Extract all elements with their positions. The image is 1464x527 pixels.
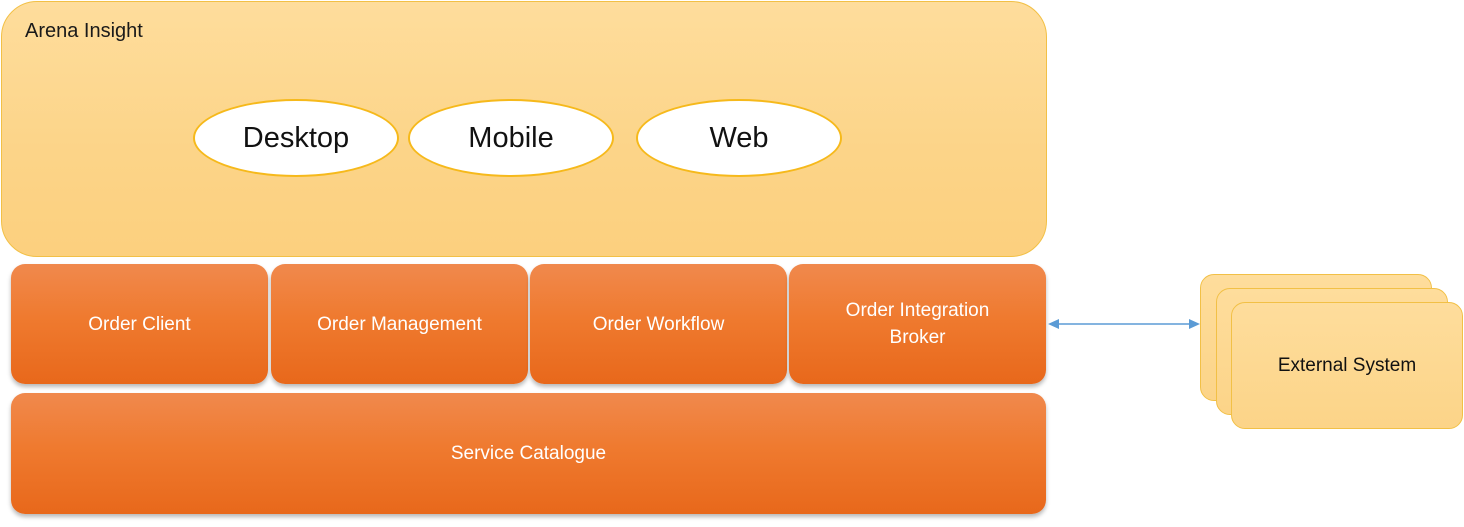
- channel-mobile[interactable]: Mobile: [408, 99, 614, 177]
- container-title: Arena Insight: [25, 20, 143, 42]
- module-label: Order Management: [317, 313, 482, 335]
- channel-web[interactable]: Web: [636, 99, 842, 177]
- channel-desktop[interactable]: Desktop: [193, 99, 399, 177]
- bidirectional-arrow: [1048, 319, 1200, 329]
- external-system-label: External System: [1277, 354, 1417, 376]
- module-label: Order Integration Broker: [845, 300, 990, 348]
- module-label: Order Workflow: [592, 313, 725, 335]
- module-order-management[interactable]: Order Management: [271, 264, 528, 384]
- module-order-client[interactable]: Order Client: [11, 264, 268, 384]
- arrow-head-right: [1189, 319, 1200, 329]
- module-order-workflow[interactable]: Order Workflow: [530, 264, 787, 384]
- module-order-integration-broker[interactable]: Order Integration Broker: [789, 264, 1046, 384]
- service-catalogue-label: Service Catalogue: [450, 443, 607, 464]
- service-catalogue[interactable]: Service Catalogue: [11, 393, 1046, 514]
- arrow-head-left: [1048, 319, 1059, 329]
- external-system[interactable]: External System: [1231, 302, 1463, 429]
- module-label: Order Client: [88, 313, 191, 335]
